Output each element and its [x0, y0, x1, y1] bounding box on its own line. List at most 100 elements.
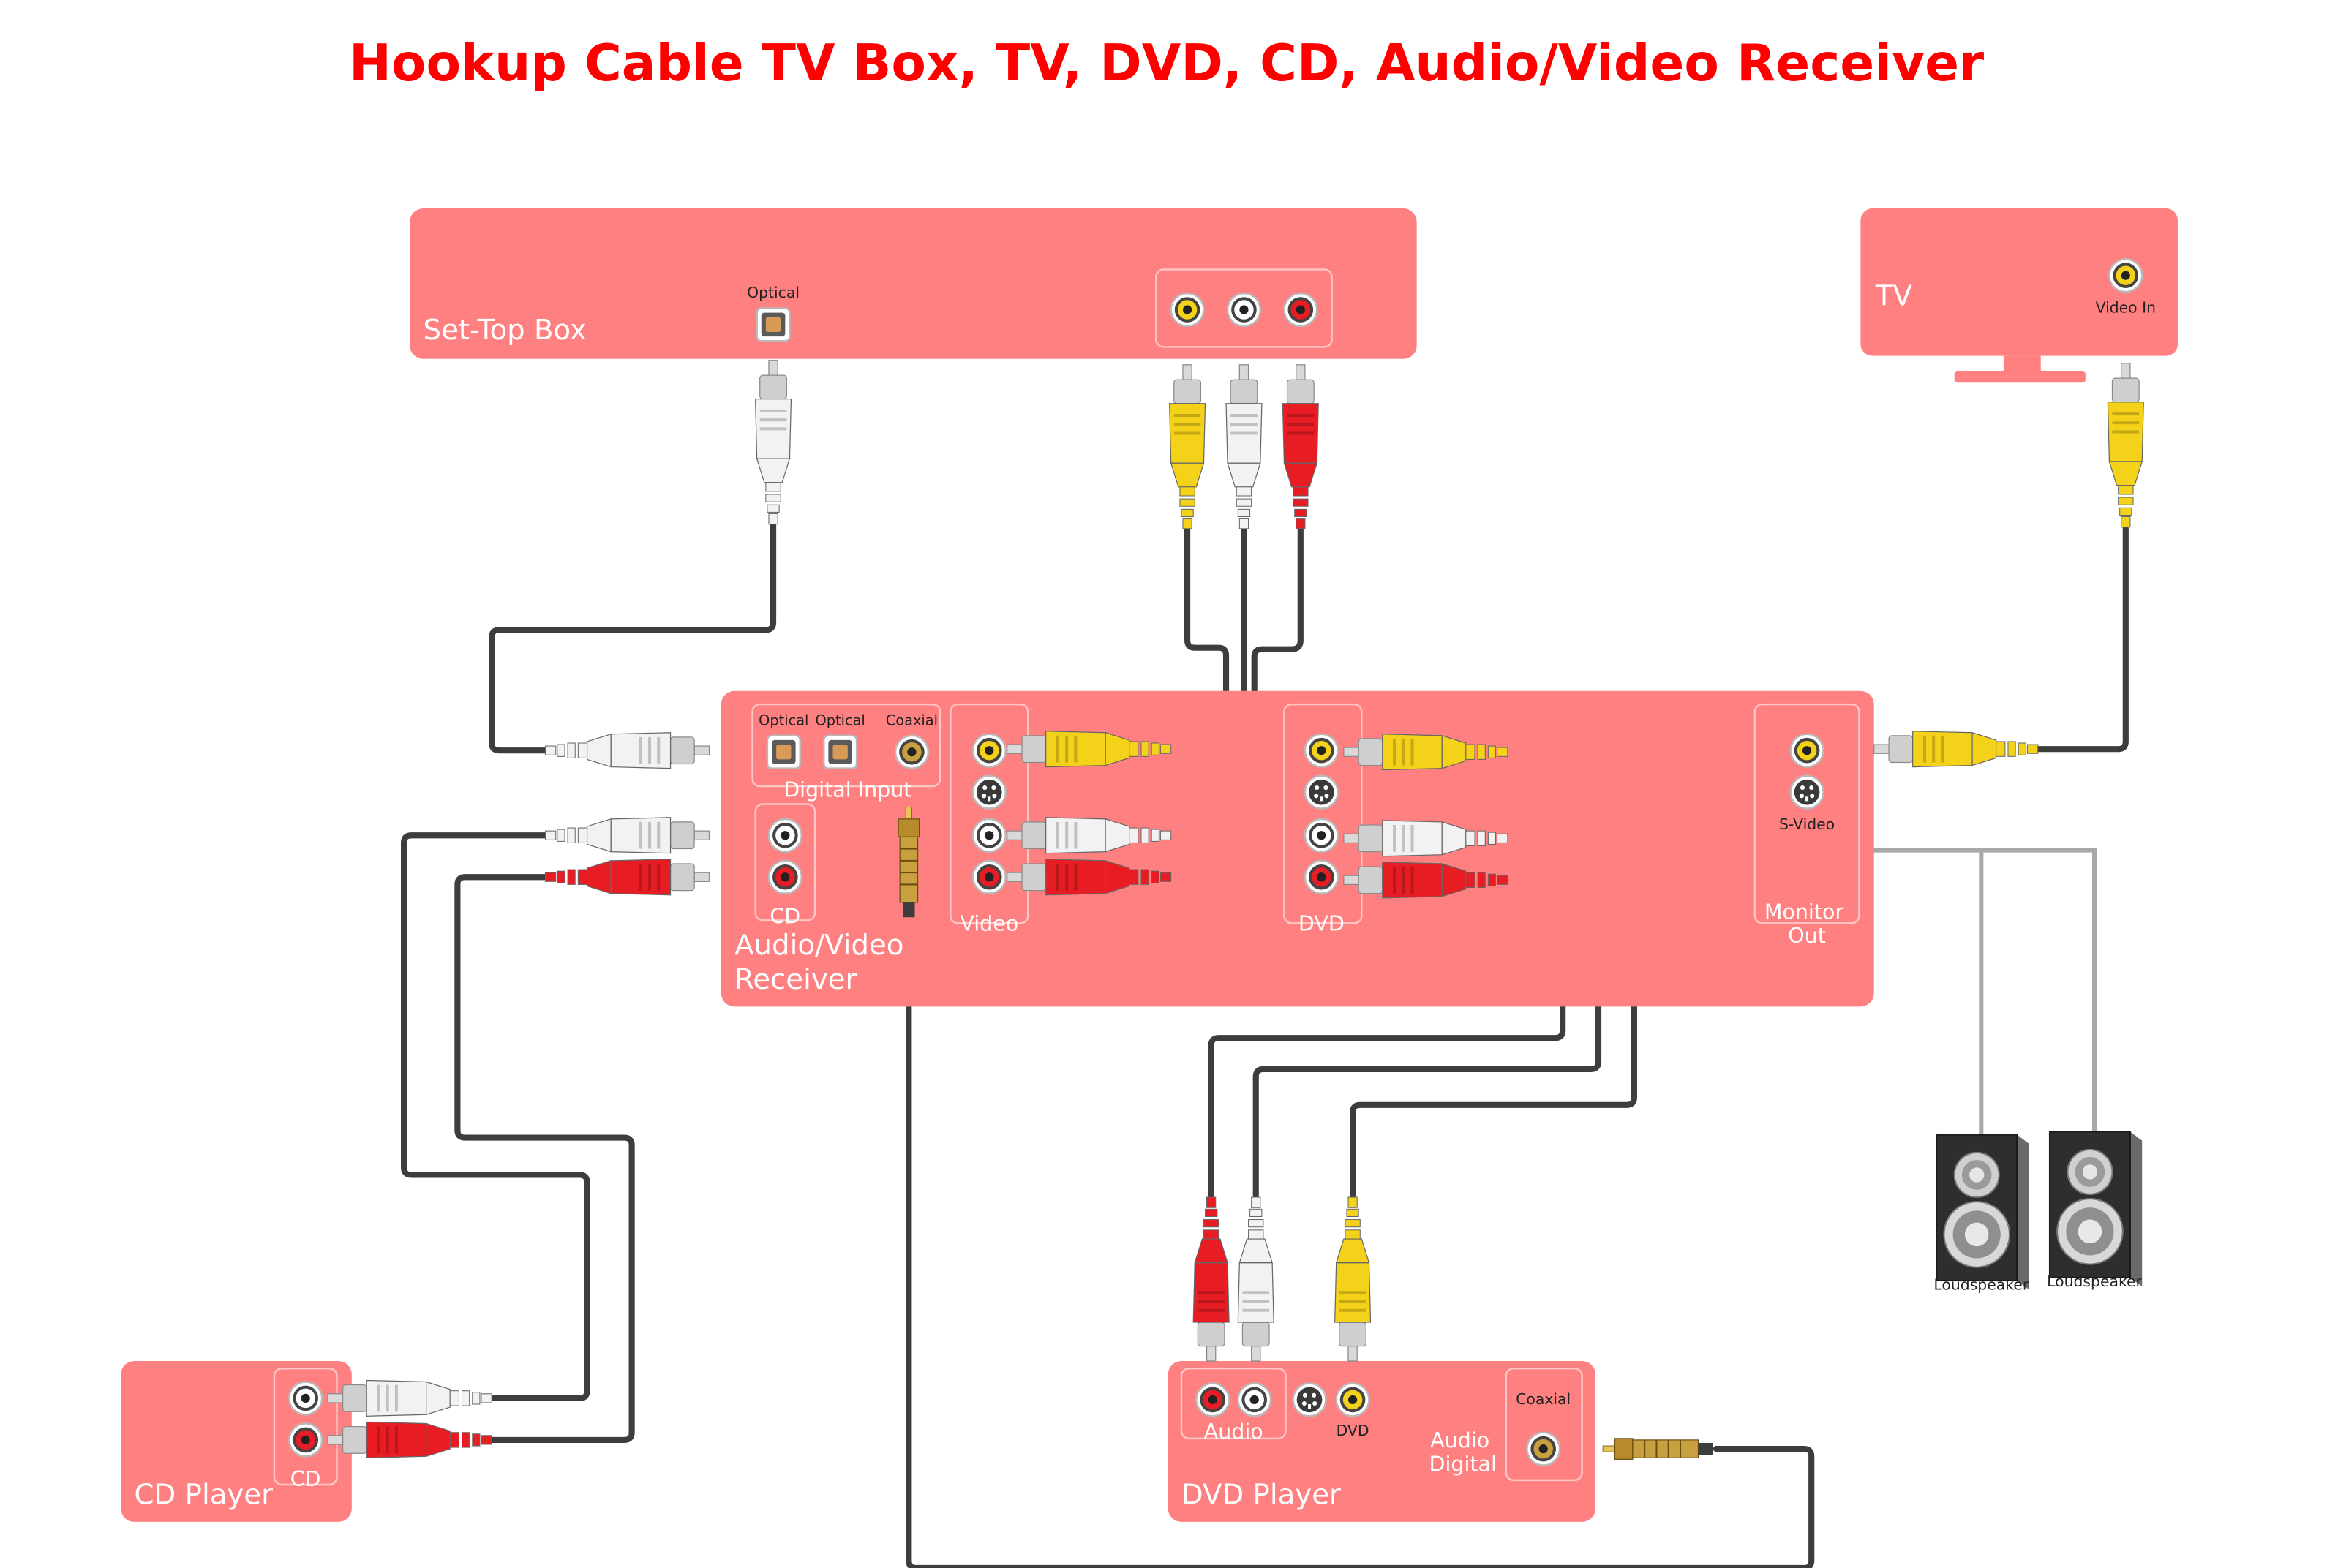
- plug-yellow-stb: [1170, 365, 1206, 529]
- dvd-player-video-jack-icon[interactable]: [1335, 1382, 1370, 1417]
- tv-label: TV: [1875, 279, 1913, 312]
- tv-body: [1860, 208, 2178, 356]
- receiver-monitor-out-line1: Monitor: [1764, 900, 1844, 924]
- loudspeaker-1: Loudspeaker: [1933, 1134, 2030, 1293]
- receiver-svideo-label: S-Video: [1779, 815, 1835, 833]
- stb-audio-right-jack-icon[interactable]: [1283, 292, 1318, 328]
- plug-red-dvd-player: [1193, 1197, 1229, 1361]
- stb-audio-left-jack-icon[interactable]: [1226, 292, 1262, 328]
- receiver-optical1-label: Optical: [759, 712, 808, 729]
- plug-red-stb: [1282, 365, 1318, 529]
- dvd-player-audio-red-jack-icon[interactable]: [1195, 1382, 1230, 1417]
- receiver-label-line1: Audio/Video: [734, 929, 903, 962]
- receiver-cd-left-jack-icon[interactable]: [767, 818, 802, 853]
- receiver-cd-label: CD: [770, 904, 800, 928]
- receiver-video-panel: [950, 703, 1029, 924]
- set-top-box-body: [410, 208, 1417, 359]
- plug-white-stb: [1226, 365, 1262, 529]
- dvd-player-audio-digital-line2: Digital: [1429, 1452, 1497, 1477]
- tv: TV Video In: [1860, 208, 2178, 383]
- cd-player-label: CD Player: [135, 1478, 274, 1511]
- receiver-optical2-label: Optical: [816, 712, 865, 729]
- receiver-cd-right-jack-icon[interactable]: [767, 859, 802, 894]
- set-top-box: Set-Top Box Optical: [410, 208, 1417, 359]
- dvd-player-svideo-jack-icon[interactable]: [1292, 1382, 1327, 1417]
- tv-neck: [2003, 355, 2041, 373]
- speaker-wires: [1872, 848, 2097, 1139]
- digital-input-label: Digital Input: [783, 777, 911, 802]
- receiver-body: [721, 690, 1874, 1007]
- dvd-player-audio-label: Audio: [1204, 1420, 1263, 1444]
- plug-red-receiver-cd: [546, 859, 710, 895]
- set-top-box-label: Set-Top Box: [424, 314, 587, 347]
- receiver-dvd-red-jack-icon[interactable]: [1304, 859, 1339, 894]
- loudspeaker-label-1: Loudspeaker: [1933, 1275, 2029, 1293]
- plug-red-cd-player: [328, 1422, 492, 1458]
- receiver-video-red-jack-icon[interactable]: [971, 859, 1007, 894]
- loudspeaker-label-2: Loudspeaker: [2047, 1273, 2142, 1290]
- receiver-monitor-out-panel: [1753, 703, 1860, 924]
- receiver-monitor-out-line2: Out: [1788, 924, 1826, 948]
- digital-input-panel: [751, 703, 941, 788]
- receiver-optical2-jack-icon[interactable]: [823, 734, 858, 769]
- dvd-player-label: DVD Player: [1181, 1478, 1341, 1511]
- plug-white-dvd-player: [1238, 1197, 1274, 1361]
- plug-white-cd-player: [328, 1380, 492, 1416]
- cd-player: CD CD Player: [121, 1360, 352, 1522]
- plug-yellow-dvd-player: [1335, 1197, 1371, 1361]
- av-receiver: Optical Optical Coaxial Digital Input CD…: [721, 690, 1874, 1007]
- stb-optical-jack-icon[interactable]: [756, 307, 791, 342]
- speaker-wire-1: [1872, 848, 2097, 1139]
- loudspeaker-2: Loudspeaker: [2047, 1131, 2143, 1290]
- cable-coaxial: [906, 914, 1815, 1568]
- stb-optical-label: Optical: [747, 284, 800, 301]
- receiver-coaxial-label: Coaxial: [886, 712, 938, 729]
- cable-tv-video: [2031, 524, 2129, 753]
- cd-player-left-jack-icon[interactable]: [288, 1381, 323, 1416]
- plug-white-receiver-cd: [546, 818, 710, 853]
- receiver-video-label: Video: [960, 912, 1018, 936]
- cable-cd-red: [454, 874, 635, 1443]
- cd-player-cd-label: CD: [290, 1467, 321, 1491]
- dvd-player: Audio DVD Audio Digital Coaxial DVD Play…: [1168, 1360, 1595, 1522]
- dvd-player-coaxial-label: Coaxial: [1516, 1390, 1571, 1408]
- receiver-label-line2: Receiver: [734, 963, 857, 996]
- receiver-monitor-yellow-jack-icon[interactable]: [1789, 733, 1824, 768]
- plug-gold-dvd-player-coaxial: [1602, 1437, 1714, 1460]
- plug-white-stb-optical: [756, 361, 792, 524]
- cd-player-right-jack-icon[interactable]: [288, 1422, 323, 1458]
- dvd-player-audio-panel: [1180, 1367, 1287, 1440]
- receiver-coaxial-jack-icon[interactable]: [894, 734, 930, 769]
- receiver-monitor-svideo-jack-icon[interactable]: [1789, 774, 1824, 810]
- loudspeaker-icon: [1936, 1134, 2030, 1291]
- dvd-player-body: [1168, 1360, 1595, 1522]
- receiver-dvd-panel: [1283, 703, 1363, 924]
- cable-cd-white: [401, 832, 590, 1401]
- plug-yellow-tv: [2108, 363, 2143, 527]
- receiver-video-white-jack-icon[interactable]: [971, 818, 1007, 853]
- stb-av-out-panel: [1155, 268, 1333, 348]
- dvd-player-coaxial-panel: [1505, 1367, 1583, 1482]
- receiver-video-svideo-jack-icon[interactable]: [971, 774, 1007, 810]
- plug-white-receiver-optical: [546, 733, 710, 769]
- receiver-cd-panel: [754, 803, 816, 921]
- dvd-player-audio-digital-line1: Audio: [1430, 1428, 1489, 1452]
- tv-stand: [1954, 370, 2086, 383]
- dvd-player-audio-white-jack-icon[interactable]: [1237, 1382, 1272, 1417]
- receiver-dvd-svideo-jack-icon[interactable]: [1304, 774, 1339, 810]
- dvd-player-coaxial-jack-icon[interactable]: [1526, 1431, 1561, 1466]
- cable-optical-stb-receiver: [489, 518, 777, 754]
- receiver-dvd-white-jack-icon[interactable]: [1304, 818, 1339, 853]
- receiver-dvd-yellow-jack-icon[interactable]: [1304, 733, 1339, 768]
- dvd-player-dvd-label: DVD: [1337, 1422, 1369, 1439]
- tv-video-in-label: Video In: [2096, 299, 2156, 317]
- tv-video-in-jack-icon[interactable]: [2108, 258, 2143, 293]
- receiver-dvd-label: DVD: [1298, 912, 1345, 936]
- cd-player-output-panel: [273, 1367, 338, 1486]
- receiver-optical1-jack-icon[interactable]: [766, 734, 801, 769]
- diagram-title: Hookup Cable TV Box, TV, DVD, CD, Audio/…: [349, 34, 1984, 93]
- receiver-video-yellow-jack-icon[interactable]: [971, 733, 1007, 768]
- stb-video-jack-icon[interactable]: [1170, 292, 1205, 328]
